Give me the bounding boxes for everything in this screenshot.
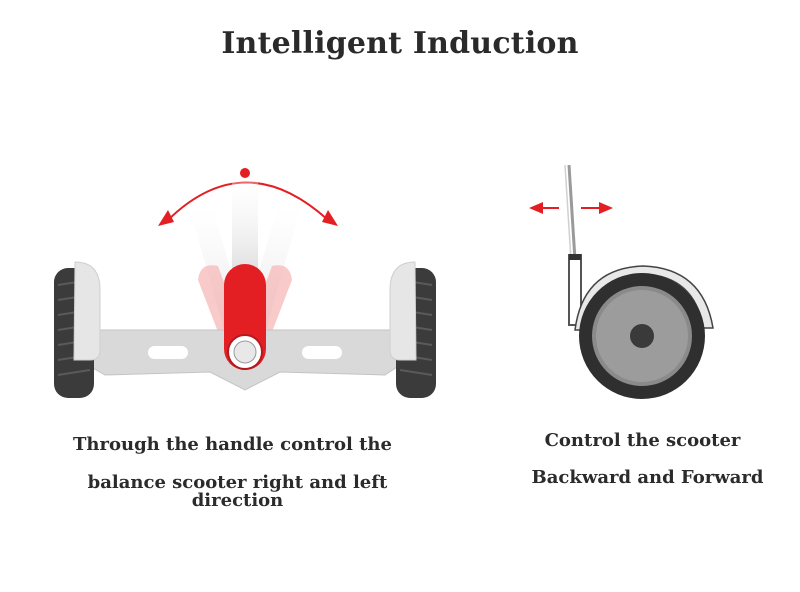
left-wheel [54, 261, 101, 398]
right-caption-line-2: Backward and Forward [531, 467, 764, 488]
backward-forward-arrows [529, 202, 613, 214]
right-caption-line-1: Control the scooter [544, 430, 741, 451]
front-view-scooter-illustration [54, 168, 436, 398]
side-view-scooter-illustration [529, 164, 714, 399]
side-wheel [579, 273, 705, 399]
side-handle-pole [564, 164, 582, 326]
left-caption-line-2: balance scooter right and left direction [87, 472, 388, 511]
right-wheel [389, 261, 436, 398]
page-title: Intelligent Induction [221, 26, 579, 61]
left-caption-line-1: Through the handle control the [73, 434, 392, 455]
red-handle [224, 264, 266, 370]
